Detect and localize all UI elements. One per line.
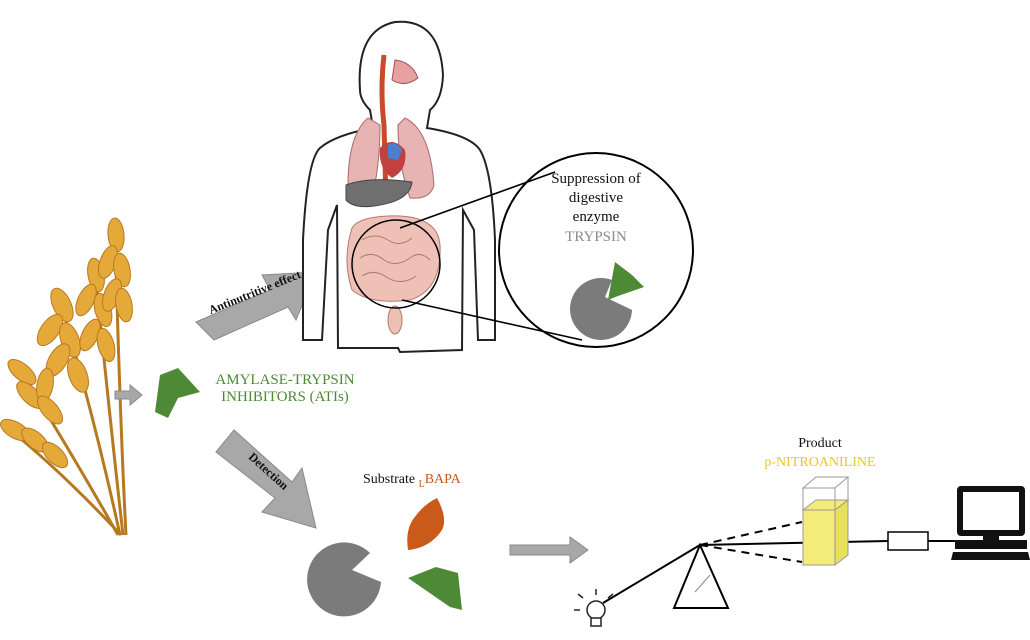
beam-dashed-top [699, 521, 803, 546]
substrate-subscript: L [418, 478, 425, 490]
computer-icon [951, 486, 1030, 560]
magnifier-small-circle [351, 219, 441, 309]
product-label: Product [798, 436, 842, 451]
substrate-name: BAPA [424, 472, 461, 487]
substrate-shape [407, 498, 445, 550]
arrow-to-measurement [509, 536, 589, 564]
inhibitor-shape-inset [608, 262, 644, 300]
beam-main [699, 540, 889, 546]
enzyme-shape-inset [570, 277, 632, 340]
arrow-to-inhibitor [114, 383, 143, 407]
substrate-label: Substrate LBAPA [363, 472, 461, 490]
human-body-icon [302, 20, 496, 354]
prism-icon [672, 542, 730, 609]
inhibitors-label: AMYLASE-TRYPSIN INHIBITORS (ATIs) [215, 372, 355, 406]
magnifier-line-bottom [401, 299, 583, 341]
detector-icon [887, 531, 929, 551]
suppression-label-line2: digestive [568, 190, 624, 206]
cuvette-icon [801, 476, 850, 567]
substrate-word: Substrate [363, 472, 416, 487]
inhibitor-shape [155, 368, 200, 418]
detection-arrow [215, 429, 317, 529]
magnifier-line-top [399, 171, 556, 229]
light-bulb-icon [574, 589, 614, 627]
suppression-label-line3: enzyme [572, 209, 620, 225]
trypsin-label: TRYPSIN [565, 229, 627, 245]
suppression-label-line1: Suppression of [551, 171, 641, 187]
inhibitor-shape-bottom [408, 567, 462, 610]
product-name-label: p-NITROANILINE [764, 455, 876, 470]
enzyme-shape [307, 542, 381, 617]
wheat-icon [0, 217, 133, 537]
beam-dashed-bottom [699, 544, 803, 563]
magnifier-icon [498, 152, 694, 348]
light-beam [602, 544, 701, 604]
